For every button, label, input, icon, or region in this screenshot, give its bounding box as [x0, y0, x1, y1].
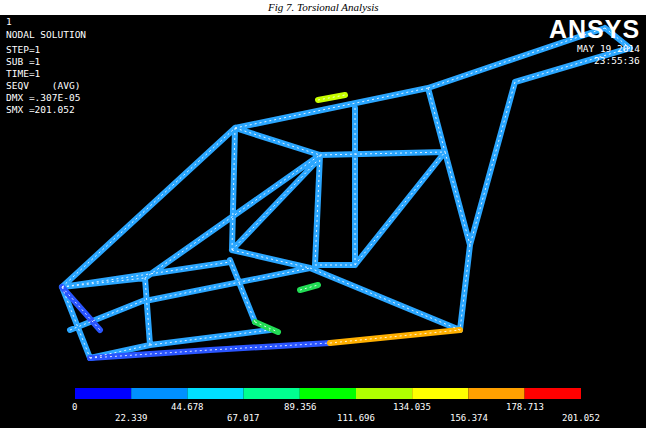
date-stamp: MAY 19 2014 — [577, 44, 640, 55]
scale-value: 134.035 — [393, 402, 431, 412]
color-bar — [75, 388, 581, 399]
result-quantity: SEQV (AVG) — [6, 81, 80, 92]
window-number: 1 — [6, 17, 12, 28]
scale-value: 178.713 — [506, 402, 544, 412]
max-displacement: DMX =.307E-05 — [6, 93, 80, 104]
scale-value: 89.356 — [284, 402, 317, 412]
scale-value: 201.052 — [562, 413, 600, 423]
time-info: TIME=1 — [6, 69, 40, 80]
max-stress: SMX =201.052 — [6, 105, 75, 116]
substep-info: SUB =1 — [6, 57, 40, 68]
result-type: NODAL SOLUTION — [6, 30, 86, 41]
scale-value: 67.017 — [227, 413, 260, 423]
step-info: STEP=1 — [6, 45, 40, 56]
time-stamp: 23:55:36 — [594, 56, 640, 67]
figure-caption: Fig 7. Torsional Analysis — [268, 1, 379, 14]
software-logo: ANSYS — [549, 15, 640, 44]
scale-value: 156.374 — [450, 413, 488, 423]
plot-background — [0, 15, 646, 428]
scale-value: 0 — [72, 402, 77, 412]
scale-value: 22.339 — [115, 413, 148, 423]
scale-value: 44.678 — [171, 402, 204, 412]
scale-value: 111.696 — [337, 413, 375, 423]
